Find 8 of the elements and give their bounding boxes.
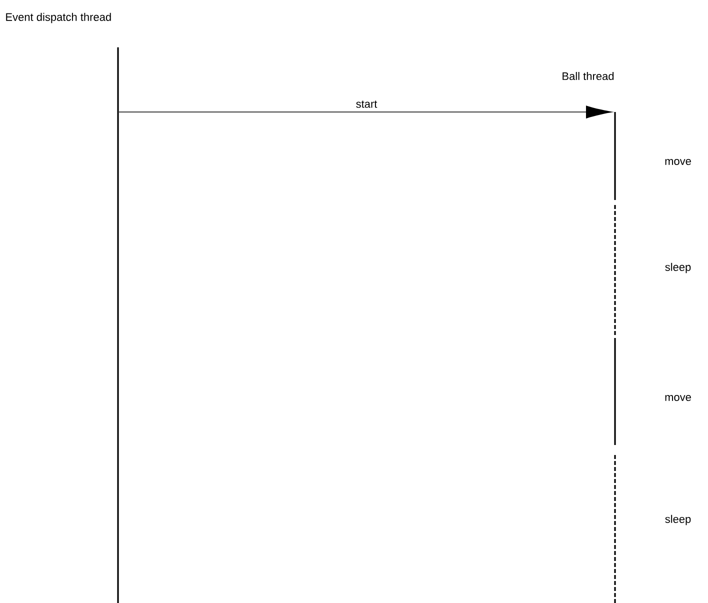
thread-label: Event dispatch thread bbox=[6, 12, 111, 24]
segment-label: move bbox=[665, 395, 691, 402]
thread-label: Ball thread bbox=[562, 72, 614, 80]
segment-label: move bbox=[665, 159, 691, 166]
arrow bbox=[118, 106, 612, 118]
segment-label: sleep bbox=[665, 262, 691, 274]
edge-label: start bbox=[356, 100, 378, 108]
segment-label: sleep bbox=[665, 514, 691, 526]
